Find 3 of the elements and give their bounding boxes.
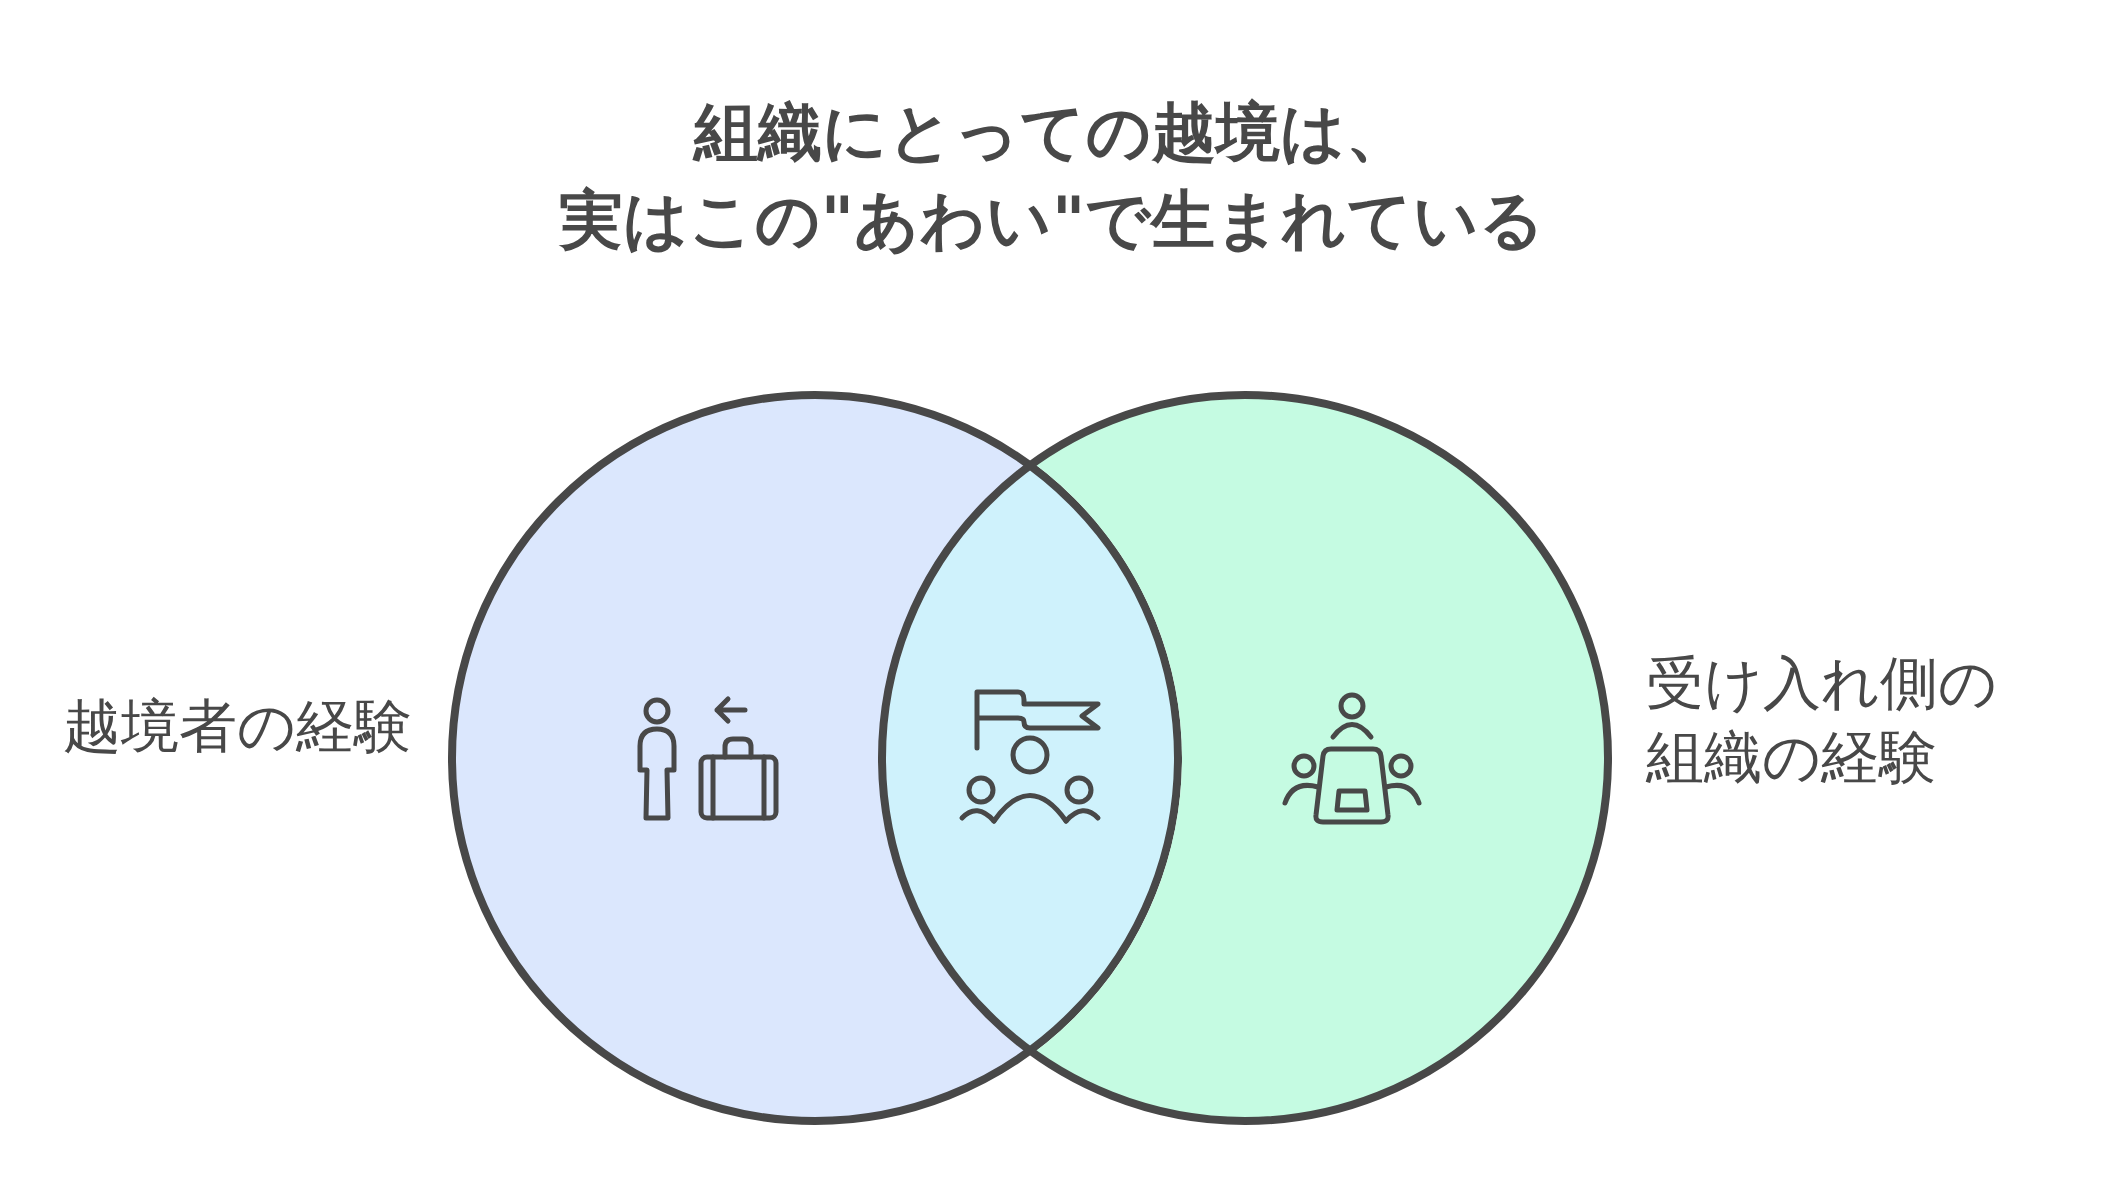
- circle-label: 越境者の経験: [62, 691, 412, 762]
- diagram-title: 組織にとっての越境は、実はこの"あわい"で生まれている: [557, 94, 1547, 259]
- circle-label: 受け入れ側の組織の経験: [1646, 648, 1998, 793]
